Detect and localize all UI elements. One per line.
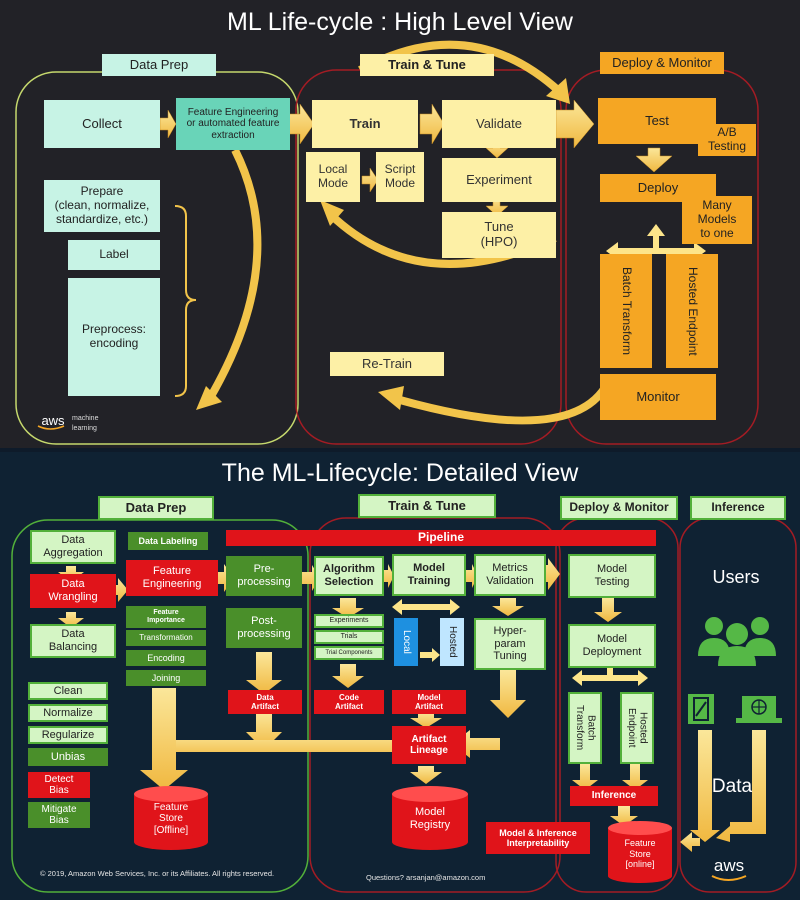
data-wrangling-box: Data Wrangling <box>30 574 116 608</box>
curved-arrow-feature-loop <box>206 148 262 401</box>
validate-box: Validate <box>442 100 556 148</box>
model-training-box: Model Training <box>392 554 466 596</box>
script-mode-box: Script Mode <box>376 152 424 202</box>
curved-arrow-retrain-head <box>378 386 404 410</box>
regularize-box: Regularize <box>28 726 108 744</box>
aws-smile-top <box>37 425 65 430</box>
preprocessing-box: Pre- processing <box>226 556 302 596</box>
mitigate-bias-box: Mitigate Bias <box>28 802 90 828</box>
train-box: Train <box>312 100 418 148</box>
metrics-validation-box: Metrics Validation <box>474 554 546 596</box>
hosted-endpoint-detailed-box: Hosted Endpoint <box>620 692 654 764</box>
code-artifact-box: Code Artifact <box>314 690 384 714</box>
feature-engineering-box: Feature Engineering or automated feature… <box>176 98 290 150</box>
tune-hpo-box: Tune (HPO) <box>442 212 556 258</box>
aws-logo-bottom: aws <box>713 856 745 876</box>
top-section-train-tune: Train & Tune <box>360 54 494 76</box>
bottom-section-data-prep: Data Prep <box>98 496 214 520</box>
clean-box: Clean <box>28 682 108 700</box>
feature-store-online-cylinder <box>608 821 672 883</box>
bottom-section-deploy-monitor: Deploy & Monitor <box>560 496 678 520</box>
pipeline-label: Pipeline <box>417 530 464 545</box>
users-label: Users <box>712 566 760 587</box>
detailed-data-prep-outline <box>11 519 309 893</box>
feature-engineering-detailed-box: Feature Engineering <box>126 560 218 596</box>
users-icon <box>698 617 776 666</box>
joining-box: Joining <box>126 670 206 686</box>
curved-arrow-head <box>546 78 570 104</box>
trials-box: Trials <box>314 630 384 644</box>
data-labeling-box: Data Labeling <box>128 532 208 550</box>
hosted-box: Hosted <box>440 618 464 666</box>
bottom-title: The ML-Lifecycle: Detailed View <box>221 458 579 487</box>
encoding-box: Encoding <box>126 650 206 666</box>
inference-box: Inference <box>570 786 658 806</box>
aws-logo-top: aws <box>41 412 65 428</box>
ab-testing-box: A/B Testing <box>698 124 756 156</box>
data-artifact-box: Data Artifact <box>228 690 302 714</box>
top-flow-arrows <box>159 99 673 217</box>
laptop-globe-icon <box>736 696 782 723</box>
aws-logo-line1: machine <box>72 414 99 422</box>
experiment-box: Experiment <box>442 158 556 202</box>
feature-store-offline-label: Feature Store [Offline] <box>153 801 189 836</box>
preprocess-box: Preprocess: encoding <box>68 278 160 396</box>
normalize-box: Normalize <box>28 704 108 722</box>
local-mode-box: Local Mode <box>306 152 360 202</box>
hosted-endpoint-box: Hosted Endpoint <box>666 254 718 368</box>
feature-importance-box: Feature Importance <box>126 606 206 628</box>
experiments-box: Experiments <box>314 614 384 628</box>
trial-components-box: Trial Components <box>314 646 384 660</box>
batch-transform-box: Batch Transform <box>600 254 652 368</box>
deploy-box: Deploy <box>600 174 716 202</box>
data-balancing-box: Data Balancing <box>30 624 116 658</box>
data-label: Data <box>711 776 753 798</box>
prepare-box: Prepare (clean, normalize, standardize, … <box>44 180 160 232</box>
curved-arrow-feature-head <box>196 386 222 410</box>
label-box: Label <box>68 240 160 270</box>
postprocessing-box: Post- processing <box>226 608 302 648</box>
retrain-box: Re-Train <box>330 352 444 376</box>
prepare-brace <box>174 205 197 397</box>
artifact-lineage-box: Artifact Lineage <box>392 726 466 764</box>
test-box: Test <box>598 98 716 144</box>
bottom-section-inference: Inference <box>690 496 786 520</box>
copyright-text: © 2019, Amazon Web Services, Inc. or its… <box>40 868 275 878</box>
data-aggregation-box: Data Aggregation <box>30 530 116 564</box>
aws-logo-line2: learning <box>72 424 97 432</box>
feature-store-offline-cylinder <box>134 786 208 850</box>
top-section-data-prep: Data Prep <box>102 54 216 76</box>
pipeline-bar-bg <box>226 530 656 546</box>
local-box: Local <box>394 618 418 666</box>
bottom-section-train-tune: Train & Tune <box>358 494 496 518</box>
curved-arrow-tune-head <box>320 200 344 226</box>
model-testing-box: Model Testing <box>568 554 656 598</box>
batch-transform-detailed-box: Batch Transform <box>568 692 602 764</box>
model-registry-label: Model Registry <box>409 806 451 831</box>
training-split-arrows <box>392 599 648 686</box>
top-section-deploy-monitor: Deploy & Monitor <box>600 52 724 74</box>
model-artifact-box: Model Artifact <box>392 690 466 714</box>
many-models-box: Many Models to one <box>682 196 752 244</box>
mobile-device-icon <box>688 694 714 724</box>
feature-store-online-label: Feature Store [online] <box>624 838 656 870</box>
model-deployment-box: Model Deployment <box>568 624 656 668</box>
collect-box: Collect <box>44 100 160 148</box>
algorithm-selection-box: Algorithm Selection <box>314 556 384 596</box>
transformation-box: Transformation <box>126 630 206 646</box>
hyperparam-tuning-box: Hyper- param Tuning <box>474 618 546 670</box>
detailed-train-outline <box>309 517 561 893</box>
monitor-box: Monitor <box>600 374 716 420</box>
model-inference-interpretability-box: Model & Inference Interpretability <box>486 822 590 854</box>
detect-bias-box: Detect Bias <box>28 772 90 798</box>
unbias-box: Unbias <box>28 748 108 766</box>
questions-text: Questions? arsanjan@amazon.com <box>366 872 486 882</box>
top-title: ML Life-cycle : High Level View <box>227 7 573 36</box>
model-registry-cylinder <box>392 786 468 850</box>
aws-smile-bottom <box>711 875 747 881</box>
